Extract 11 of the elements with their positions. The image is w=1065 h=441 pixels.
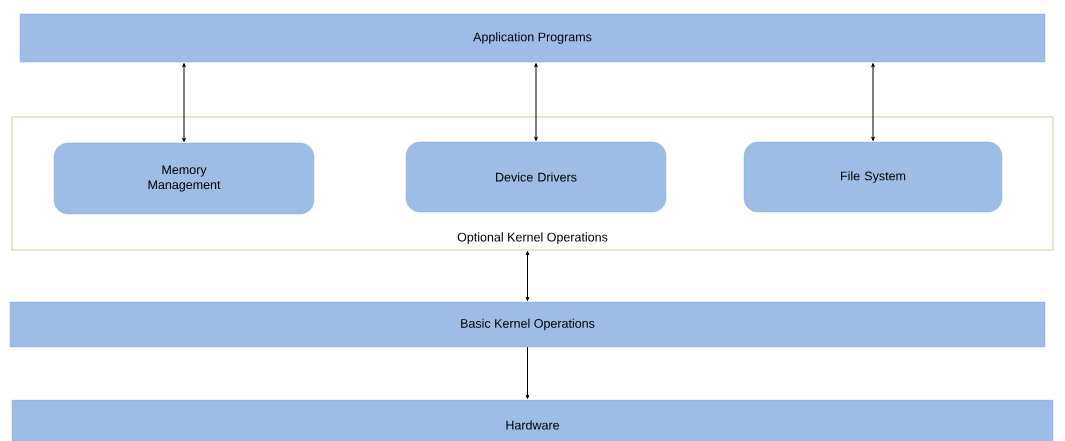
layer-bar: Application Programs (19, 13, 1046, 63)
module-box: File System (743, 141, 1003, 213)
arrow (182, 63, 186, 142)
arrow (525, 346, 530, 399)
layer-bar: Hardware (11, 399, 1054, 441)
module-box: Device Drivers (405, 141, 667, 213)
arrow (525, 251, 530, 301)
arrow (871, 63, 875, 141)
module-box: Memory Management (53, 142, 315, 215)
arrow (534, 63, 538, 141)
layer-bar: Basic Kernel Operations (9, 301, 1046, 348)
